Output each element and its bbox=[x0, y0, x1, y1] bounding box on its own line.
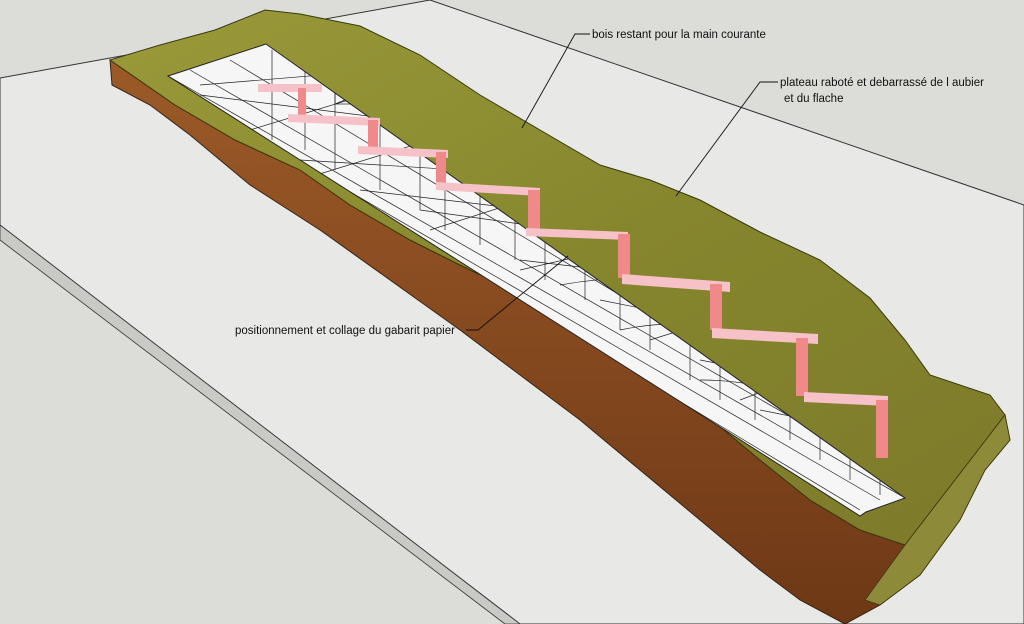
tread-5 bbox=[526, 228, 628, 240]
label-plank-line2: et du flache bbox=[784, 93, 843, 105]
label-remaining-wood: bois restant pour la main courante bbox=[592, 29, 766, 41]
riser-2 bbox=[368, 120, 378, 150]
workbench-edge bbox=[0, 224, 521, 624]
tread-3 bbox=[358, 146, 448, 158]
tread-6 bbox=[622, 274, 730, 292]
leader-lines bbox=[466, 33, 778, 331]
tread-7 bbox=[712, 328, 818, 344]
label-template: positionnement et collage du gabarit pap… bbox=[235, 325, 455, 337]
label-plank-line1: plateau raboté et debarrassé de l aubier bbox=[780, 77, 984, 89]
riser-6 bbox=[710, 284, 722, 330]
tread-8 bbox=[804, 392, 888, 406]
riser-3 bbox=[436, 152, 446, 186]
riser-4 bbox=[528, 190, 540, 230]
leader-plank bbox=[675, 81, 778, 197]
tread-1 bbox=[258, 84, 322, 92]
riser-7 bbox=[796, 338, 808, 396]
riser-5 bbox=[618, 234, 630, 278]
leader-template bbox=[466, 255, 569, 331]
paper-template bbox=[166, 43, 907, 517]
leader-remaining-wood bbox=[521, 33, 590, 129]
plank-end-grain bbox=[864, 414, 1011, 606]
tread-2 bbox=[288, 114, 380, 126]
stair-treads bbox=[258, 84, 888, 458]
tread-4 bbox=[436, 182, 540, 196]
riser-8 bbox=[876, 400, 888, 458]
riser-1 bbox=[298, 88, 306, 118]
